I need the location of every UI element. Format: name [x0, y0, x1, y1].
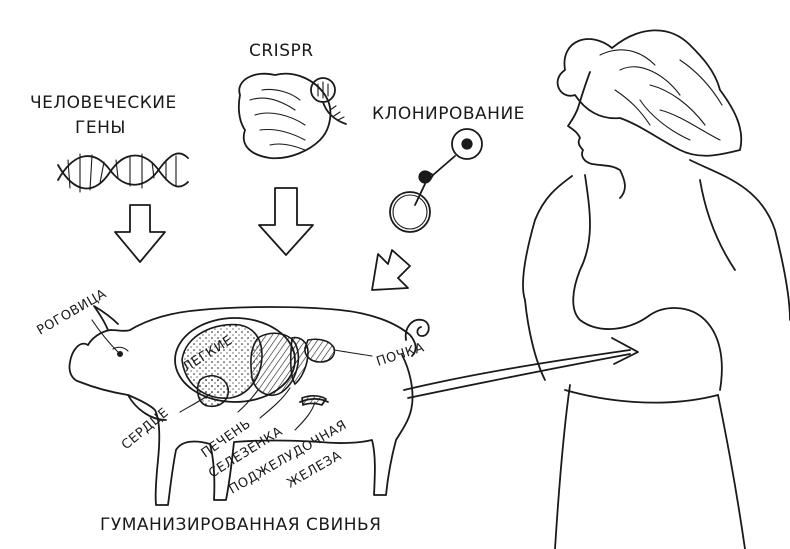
pig-illustration [68, 305, 639, 506]
arrow-down-right-icon [371, 249, 411, 291]
dna-helix-icon [57, 152, 189, 193]
crispr-label: CRISPR [249, 41, 314, 61]
arrow-down-middle-icon [258, 187, 314, 256]
caption-title: ГУМАНИЗИРОВАННАЯ СВИНЬЯ [100, 515, 381, 535]
human-genes-label-line2: ГЕНЫ [75, 118, 126, 138]
cloning-icon [389, 128, 483, 233]
crispr-protein-icon [237, 72, 347, 160]
woman-figure [522, 29, 790, 549]
cloning-label: КЛОНИРОВАНИЕ [372, 104, 525, 124]
heart-label: СЕРДЦЕ [119, 405, 172, 453]
kidney-label: ПОЧКА [375, 340, 427, 370]
arrow-down-left-icon [114, 204, 166, 263]
human-genes-label-line1: ЧЕЛОВЕЧЕСКИЕ [30, 93, 177, 113]
